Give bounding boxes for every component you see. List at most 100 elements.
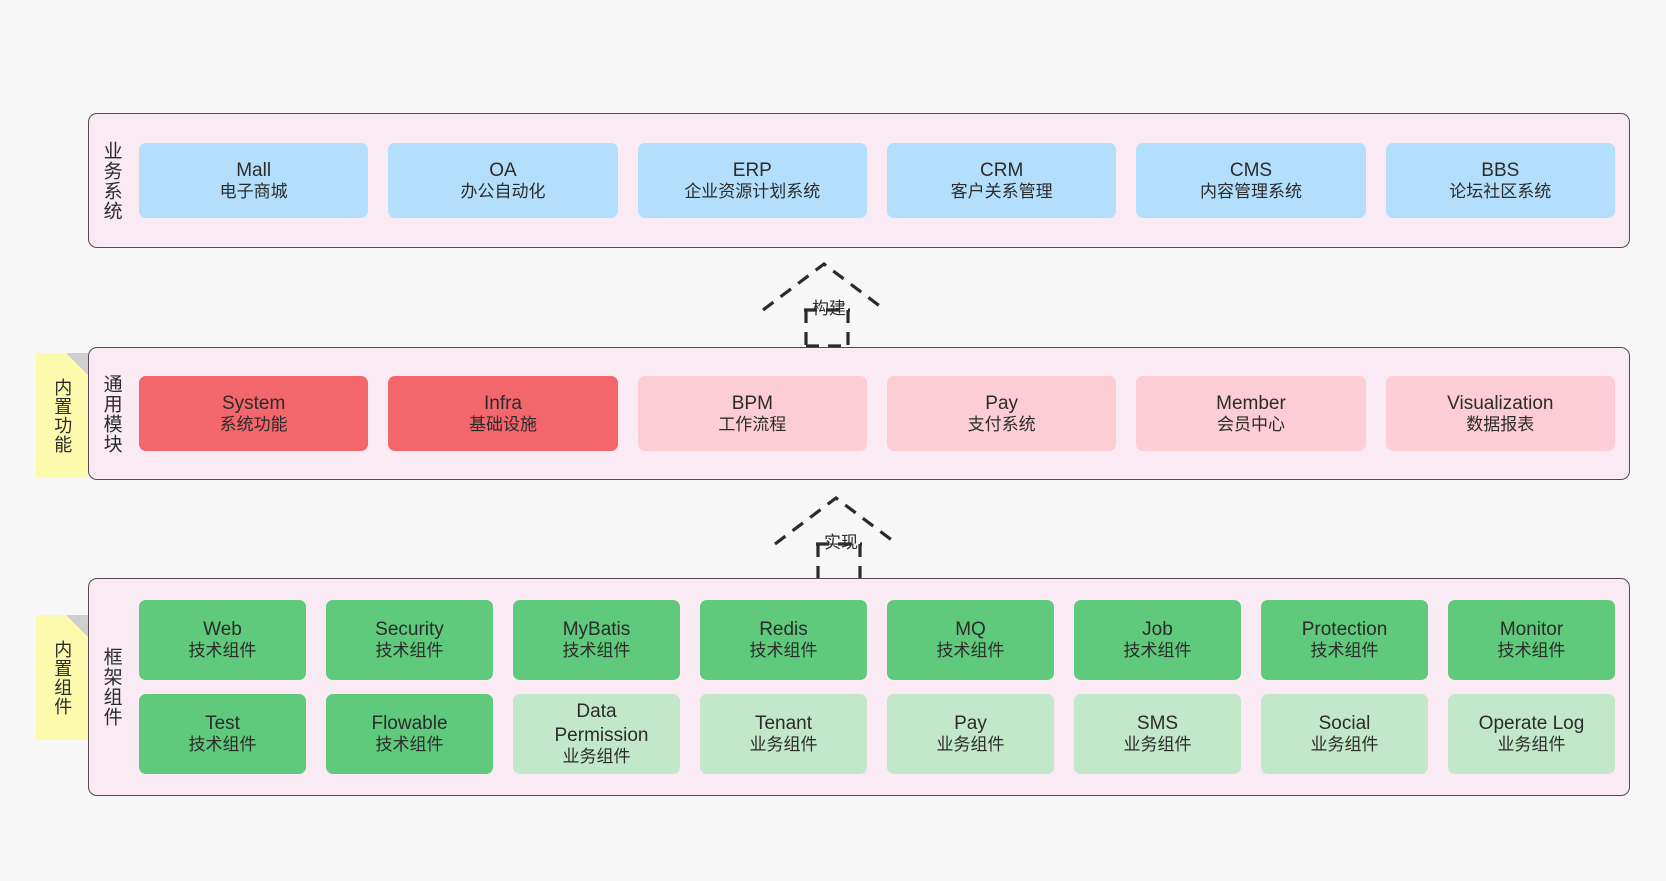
node-system[interactable]: System 系统功能 [139, 376, 369, 451]
band-body-framework-components: Web 技术组件 Security 技术组件 MyBatis 技术组件 Redi… [133, 579, 1629, 795]
node-subtitle: 技术组件 [1497, 641, 1566, 661]
node-title: System [221, 392, 286, 414]
node-subtitle: 论坛社区系统 [1449, 181, 1552, 201]
node-redis[interactable]: Redis 技术组件 [700, 600, 867, 680]
node-security[interactable]: Security 技术组件 [326, 600, 493, 680]
band-body-business-systems: Mall 电子商城 OA 办公自动化 ERP 企业资源计划系统 CRM 客户关系… [133, 114, 1629, 247]
band-framework-components: 框架组件 Web 技术组件 Security 技术组件 MyBatis 技术组件… [88, 578, 1630, 796]
node-title: Infra [483, 392, 522, 414]
connector-implement: 实现 [772, 492, 922, 582]
node-subtitle: 技术组件 [375, 641, 444, 661]
connector-implement-label: 实现 [824, 533, 858, 552]
node-crm[interactable]: CRM 客户关系管理 [886, 143, 1117, 218]
node-mybatis[interactable]: MyBatis 技术组件 [513, 600, 680, 680]
node-job[interactable]: Job 技术组件 [1074, 600, 1241, 680]
band-row: System 系统功能 Infra 基础设施 BPM 工作流程 Pay 支付系统… [139, 376, 1615, 451]
node-oa[interactable]: OA 办公自动化 [388, 143, 618, 218]
connector-build: 构建 [760, 258, 910, 348]
band-row: Test 技术组件 Flowable 技术组件 Data Permission … [139, 694, 1615, 774]
node-title: MQ [955, 619, 986, 641]
node-title: Redis [759, 619, 808, 641]
band-row: Web 技术组件 Security 技术组件 MyBatis 技术组件 Redi… [139, 600, 1615, 680]
node-subtitle: 业务组件 [562, 746, 631, 766]
node-member[interactable]: Member 会员中心 [1136, 376, 1366, 451]
node-mall[interactable]: Mall 电子商城 [139, 143, 369, 218]
node-subtitle: 技术组件 [1123, 641, 1192, 661]
node-subtitle: 技术组件 [749, 641, 818, 661]
sticky-note-builtin-features: 内置功能 [36, 353, 88, 478]
node-sms[interactable]: SMS 业务组件 [1074, 694, 1241, 774]
node-subtitle: 电子商城 [219, 181, 288, 201]
node-monitor[interactable]: Monitor 技术组件 [1448, 600, 1615, 680]
node-subtitle: 系统功能 [219, 414, 288, 434]
node-visualization[interactable]: Visualization 数据报表 [1385, 376, 1615, 451]
node-title: Member [1216, 392, 1286, 414]
node-title: Data Permission [554, 701, 649, 746]
node-protection[interactable]: Protection 技术组件 [1261, 600, 1428, 680]
node-infra[interactable]: Infra 基础设施 [388, 376, 618, 451]
node-social[interactable]: Social 业务组件 [1261, 694, 1428, 774]
node-title: Security [375, 619, 444, 641]
node-subtitle: 工作流程 [718, 414, 787, 434]
connector-build-label: 构建 [812, 299, 846, 318]
node-flowable[interactable]: Flowable 技术组件 [326, 694, 493, 774]
node-tenant[interactable]: Tenant 业务组件 [700, 694, 867, 774]
node-subtitle: 技术组件 [375, 735, 444, 755]
node-subtitle: 支付系统 [967, 414, 1036, 434]
node-subtitle: 业务组件 [1310, 735, 1379, 755]
node-subtitle: 业务组件 [1123, 735, 1192, 755]
node-title: Social [1318, 713, 1371, 735]
node-title: Pay [985, 392, 1019, 414]
node-title: OA [489, 159, 517, 181]
node-subtitle: 会员中心 [1216, 414, 1285, 434]
node-mq[interactable]: MQ 技术组件 [887, 600, 1054, 680]
node-web[interactable]: Web 技术组件 [139, 600, 306, 680]
node-subtitle: 业务组件 [749, 735, 818, 755]
node-subtitle: 内容管理系统 [1199, 181, 1302, 201]
note-fold-corner-icon [66, 353, 88, 375]
node-title: Flowable [371, 713, 448, 735]
node-subtitle: 技术组件 [936, 641, 1005, 661]
band-common-modules: 通用模块 System 系统功能 Infra 基础设施 BPM 工作流程 Pay… [88, 347, 1630, 480]
node-subtitle: 基础设施 [468, 414, 537, 434]
node-subtitle: 技术组件 [188, 641, 257, 661]
sticky-note-label: 内置组件 [52, 639, 73, 716]
band-business-systems: 业务系统 Mall 电子商城 OA 办公自动化 ERP 企业资源计划系统 CRM… [88, 113, 1630, 248]
node-title: CMS [1229, 159, 1273, 181]
node-title: Job [1142, 619, 1173, 641]
node-title: BBS [1481, 159, 1520, 181]
node-title: BPM [731, 392, 773, 414]
node-title: CRM [980, 159, 1024, 181]
node-data-permission[interactable]: Data Permission 业务组件 [513, 694, 680, 774]
node-title: Operate Log [1478, 713, 1585, 735]
node-title: Protection [1301, 619, 1388, 641]
node-title: SMS [1136, 713, 1179, 735]
band-title-common-modules: 通用模块 [100, 373, 122, 454]
sticky-note-label: 内置功能 [52, 377, 73, 454]
node-erp[interactable]: ERP 企业资源计划系统 [637, 143, 867, 218]
band-title-business-systems: 业务系统 [100, 140, 122, 221]
node-subtitle: 企业资源计划系统 [684, 181, 821, 201]
node-title: ERP [732, 159, 772, 181]
node-title: Mall [236, 159, 272, 181]
node-subtitle: 技术组件 [1310, 641, 1379, 661]
node-title: Visualization [1447, 392, 1554, 414]
node-subtitle: 技术组件 [188, 735, 257, 755]
node-pay-component[interactable]: Pay 业务组件 [887, 694, 1054, 774]
node-subtitle: 客户关系管理 [950, 181, 1053, 201]
node-pay[interactable]: Pay 支付系统 [886, 376, 1117, 451]
node-subtitle: 业务组件 [936, 735, 1005, 755]
node-subtitle: 技术组件 [562, 641, 631, 661]
node-title: Tenant [754, 713, 813, 735]
node-title: Test [205, 713, 240, 735]
node-title: Pay [954, 713, 987, 735]
band-row: Mall 电子商城 OA 办公自动化 ERP 企业资源计划系统 CRM 客户关系… [139, 143, 1615, 218]
node-operate-log[interactable]: Operate Log 业务组件 [1448, 694, 1615, 774]
node-bpm[interactable]: BPM 工作流程 [637, 376, 867, 451]
node-cms[interactable]: CMS 内容管理系统 [1136, 143, 1366, 218]
node-subtitle: 办公自动化 [460, 181, 546, 201]
node-test[interactable]: Test 技术组件 [139, 694, 306, 774]
node-bbs[interactable]: BBS 论坛社区系统 [1385, 143, 1615, 218]
node-subtitle: 数据报表 [1466, 414, 1535, 434]
